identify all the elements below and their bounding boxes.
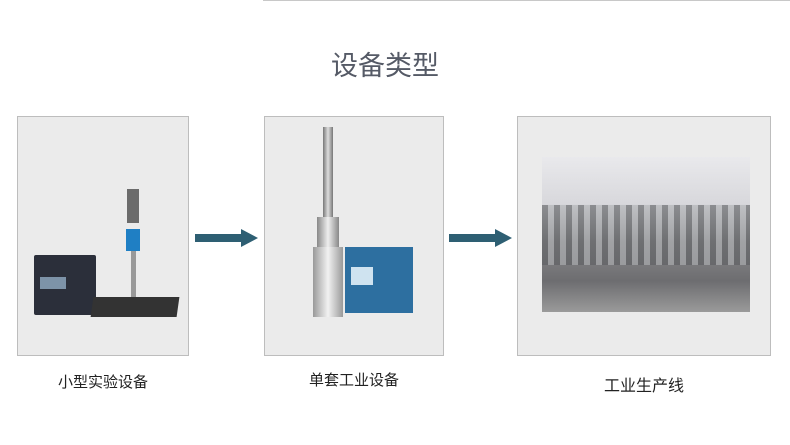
production-line-card <box>517 116 771 356</box>
top-divider <box>263 0 790 1</box>
stage-label-production-line: 工业生产线 <box>603 376 684 395</box>
page-title-text: 设备类型 <box>331 51 439 82</box>
single-industrial-device-card <box>264 116 444 356</box>
production-line-image <box>542 157 750 312</box>
small-lab-device-card <box>17 116 189 356</box>
arrow-right-icon <box>195 229 258 247</box>
page-title: 设备类型 <box>0 44 790 83</box>
stage-label-single-industrial: 单套工业设备 <box>308 371 399 389</box>
stage-label-small-lab: 小型实验设备 <box>57 373 148 391</box>
arrow-right-icon <box>449 229 512 247</box>
